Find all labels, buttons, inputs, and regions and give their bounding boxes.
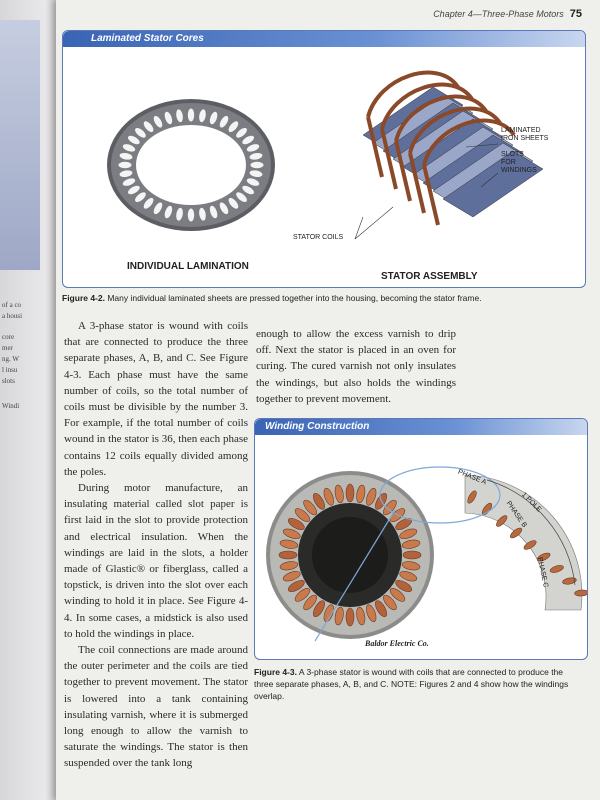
paragraph: A 3-phase stator is wound with coils tha… — [64, 320, 248, 478]
callout-line: IRON SHEETS — [501, 135, 549, 142]
lamination-slot — [219, 115, 229, 128]
paragraph: The coil connections are made around the… — [64, 644, 248, 770]
fragment: slots — [2, 377, 15, 385]
lamination-slot — [242, 185, 255, 195]
figure-4-3-caption: Figure 4-3. A 3-phase stator is wound wi… — [254, 666, 584, 702]
lamination-slot — [199, 207, 206, 221]
lamination-slot — [219, 202, 229, 215]
lamination-slot — [249, 152, 263, 160]
lamination-slot — [153, 202, 163, 215]
lamination-slot — [135, 128, 146, 138]
lamination-slot — [176, 207, 183, 221]
lamination-slot — [236, 192, 247, 202]
lamination-slot — [187, 208, 195, 222]
lamination-slot — [119, 170, 133, 178]
figure-title: Winding Construction — [255, 419, 587, 435]
photo-credit: Baldor Electric Co. — [365, 639, 429, 648]
lamination-slot — [153, 115, 163, 128]
lamination-slot — [228, 197, 239, 209]
caption-text: A 3-phase stator is wound with coils tha… — [254, 667, 569, 701]
caption-label: Figure 4-2. — [62, 293, 105, 303]
body-column-right: enough to allow the excess varnish to dr… — [256, 326, 456, 407]
lamination-slot — [127, 185, 140, 195]
adjacent-page-text: of a co a housi core mer ng. W l insu sl… — [0, 300, 62, 450]
lamination-slot — [246, 178, 260, 186]
fragment: ng. W — [2, 355, 19, 363]
lamination-slot — [250, 161, 264, 169]
callout-line: WINDINGS — [501, 167, 537, 174]
lamination-slot — [118, 161, 132, 169]
callout-line: FOR — [501, 159, 516, 166]
callout-laminated-iron-sheets: LAMINATED IRON SHEETS — [501, 127, 548, 143]
lamination-slot — [176, 109, 183, 123]
lamination-slot — [143, 121, 154, 133]
lamination-slot — [246, 144, 260, 152]
figure-laminated-stator-cores: Laminated Stator Cores INDIVIDUAL LAMINA… — [62, 30, 586, 288]
paragraph: enough to allow the excess varnish to dr… — [256, 328, 456, 405]
lamination-slot — [164, 111, 173, 125]
callout-line: LAMINATED — [501, 127, 541, 134]
running-header: Chapter 4—Three-Phase Motors 75 — [433, 8, 582, 20]
caption-label: Figure 4-3. — [254, 667, 297, 677]
lamination-slot — [127, 135, 140, 145]
callout-slots-for-windings: SLOTS FOR WINDINGS — [501, 151, 537, 175]
lamination-slot — [135, 192, 146, 202]
fragment: mer — [2, 344, 13, 352]
figure-title: Laminated Stator Cores — [63, 31, 585, 47]
lamination-slot — [199, 109, 206, 123]
lamination-slot — [122, 178, 136, 186]
figure-winding-construction: Winding Construction PHASE A PHASE B PHA… — [254, 418, 588, 660]
book-page: Chapter 4—Three-Phase Motors 75 Laminated… — [56, 0, 600, 800]
lamination-slot — [249, 170, 263, 178]
callout-line: SLOTS — [501, 151, 524, 158]
lamination-slot — [228, 121, 239, 133]
stator-assembly-drawing — [362, 70, 544, 226]
lamination-slot — [236, 128, 247, 138]
chapter-title: Chapter 4—Three-Phase Motors — [433, 9, 564, 19]
fragment: core — [2, 333, 15, 341]
lamination-slot — [242, 135, 255, 145]
fragment: Windi — [2, 402, 20, 410]
adjacent-page-figure — [0, 20, 40, 270]
lamination-slot — [122, 144, 136, 152]
fragment: of a co — [2, 301, 22, 309]
body-column-left: A 3-phase stator is wound with coils tha… — [64, 318, 248, 772]
page-number: 75 — [569, 8, 582, 20]
figure-4-2-caption: Figure 4-2. Many individual laminated sh… — [62, 292, 582, 304]
fragment: l insu — [2, 366, 18, 374]
lamination-slot — [119, 152, 133, 160]
callout-stator-coils: STATOR COILS — [293, 234, 344, 241]
label-stator-assembly: STATOR ASSEMBLY — [381, 271, 478, 282]
lamination-slot — [187, 108, 195, 122]
caption-text: Many individual laminated sheets are pre… — [104, 293, 482, 303]
lamination-slot — [209, 111, 218, 125]
adjacent-page: of a co a housi core mer ng. W l insu sl… — [0, 0, 64, 800]
lamination-slot — [164, 205, 173, 219]
label-individual-lamination: INDIVIDUAL LAMINATION — [127, 261, 249, 272]
fragment: a housi — [2, 312, 23, 320]
winding-illustration — [266, 466, 587, 642]
lamination-illustration — [107, 70, 544, 240]
lamination-slot — [209, 205, 218, 219]
lamination-ring — [107, 99, 275, 231]
paragraph: During motor manufacture, an insulating … — [64, 482, 248, 640]
lamination-slot — [143, 197, 154, 209]
